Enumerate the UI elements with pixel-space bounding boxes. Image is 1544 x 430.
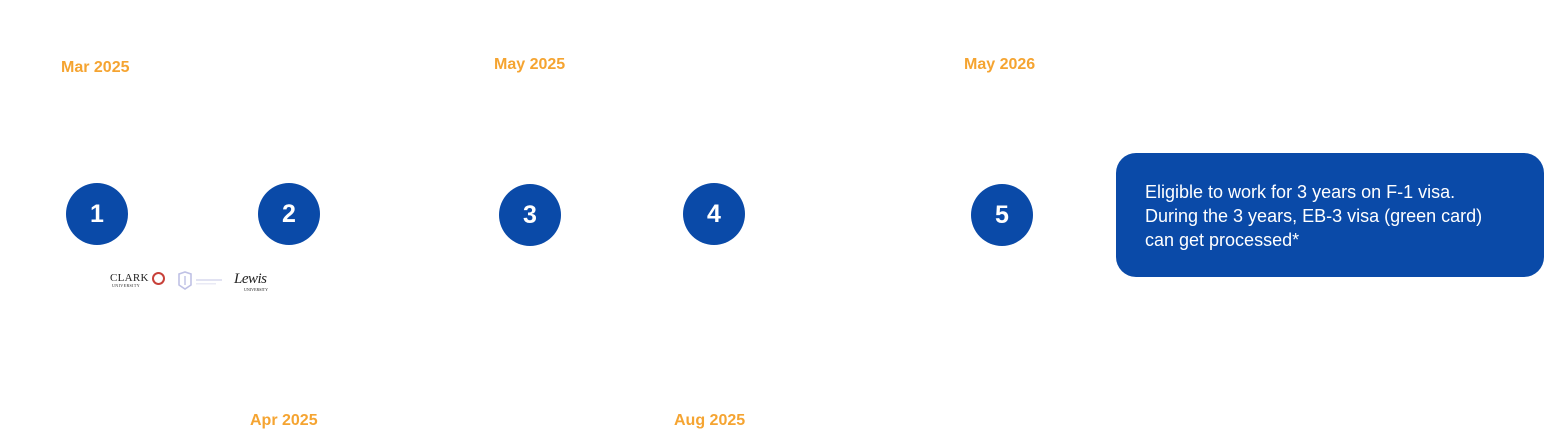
clark-university-logo: CLARK UNIVERSITY xyxy=(110,270,168,292)
step-4-number: 4 xyxy=(707,199,721,228)
date-label-step-1: Mar 2025 xyxy=(61,59,130,76)
faded-crest-icon xyxy=(178,271,222,290)
lewis-university-logo: Lewis UNIVERSITY xyxy=(234,270,270,292)
university-logo-faded xyxy=(176,270,226,292)
lewis-logo-subtext: UNIVERSITY xyxy=(244,287,268,292)
step-5-number: 5 xyxy=(995,200,1009,229)
university-logos: CLARK UNIVERSITY Lewis UNIVERSITY xyxy=(110,270,270,292)
clark-seal-icon xyxy=(152,272,165,285)
lewis-logo-wordmark: Lewis xyxy=(234,271,267,287)
date-label-step-4: Aug 2025 xyxy=(674,412,746,429)
step-3-number: 3 xyxy=(523,200,537,229)
date-label-step-3: May 2025 xyxy=(494,56,566,73)
step-2-number: 2 xyxy=(282,199,296,228)
step-4-circle: 4 xyxy=(683,183,745,245)
callout-line-2: During the 3 years, EB-3 visa (green car… xyxy=(1145,206,1483,226)
step-1-circle: 1 xyxy=(66,183,128,245)
step-3-circle: 3 xyxy=(499,184,561,246)
callout-line-1: Eligible to work for 3 years on F-1 visa… xyxy=(1145,182,1456,202)
date-label-step-2: Apr 2025 xyxy=(250,412,318,429)
clark-logo-subtext: UNIVERSITY xyxy=(112,283,140,288)
step-5-circle: 5 xyxy=(971,184,1033,246)
clark-logo-wordmark: CLARK xyxy=(110,272,149,284)
step-2-circle: 2 xyxy=(258,183,320,245)
eligibility-callout: Eligible to work for 3 years on F-1 visa… xyxy=(1116,153,1544,277)
step-1-number: 1 xyxy=(90,199,104,228)
callout-line-3: can get processed* xyxy=(1145,230,1300,250)
date-label-step-5: May 2026 xyxy=(964,56,1036,73)
